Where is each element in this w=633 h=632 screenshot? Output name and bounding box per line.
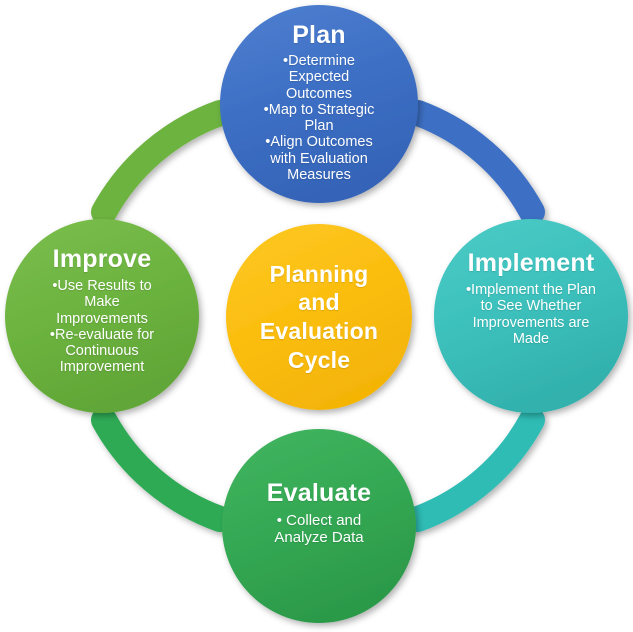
node-circle-implement[interactable] — [434, 219, 628, 413]
arc-implement-to-evaluate — [405, 407, 545, 532]
cycle-node-circles — [5, 5, 628, 623]
arc-evaluate-to-improve — [91, 407, 233, 532]
arc-plan-to-implement — [405, 100, 545, 225]
arc-improve-to-plan — [91, 100, 233, 225]
node-circle-evaluate[interactable] — [222, 429, 416, 623]
node-circle-improve[interactable] — [5, 219, 199, 413]
node-circle-plan[interactable] — [220, 5, 418, 203]
node-circle-center[interactable] — [226, 224, 412, 410]
cycle-arcs — [91, 100, 545, 532]
